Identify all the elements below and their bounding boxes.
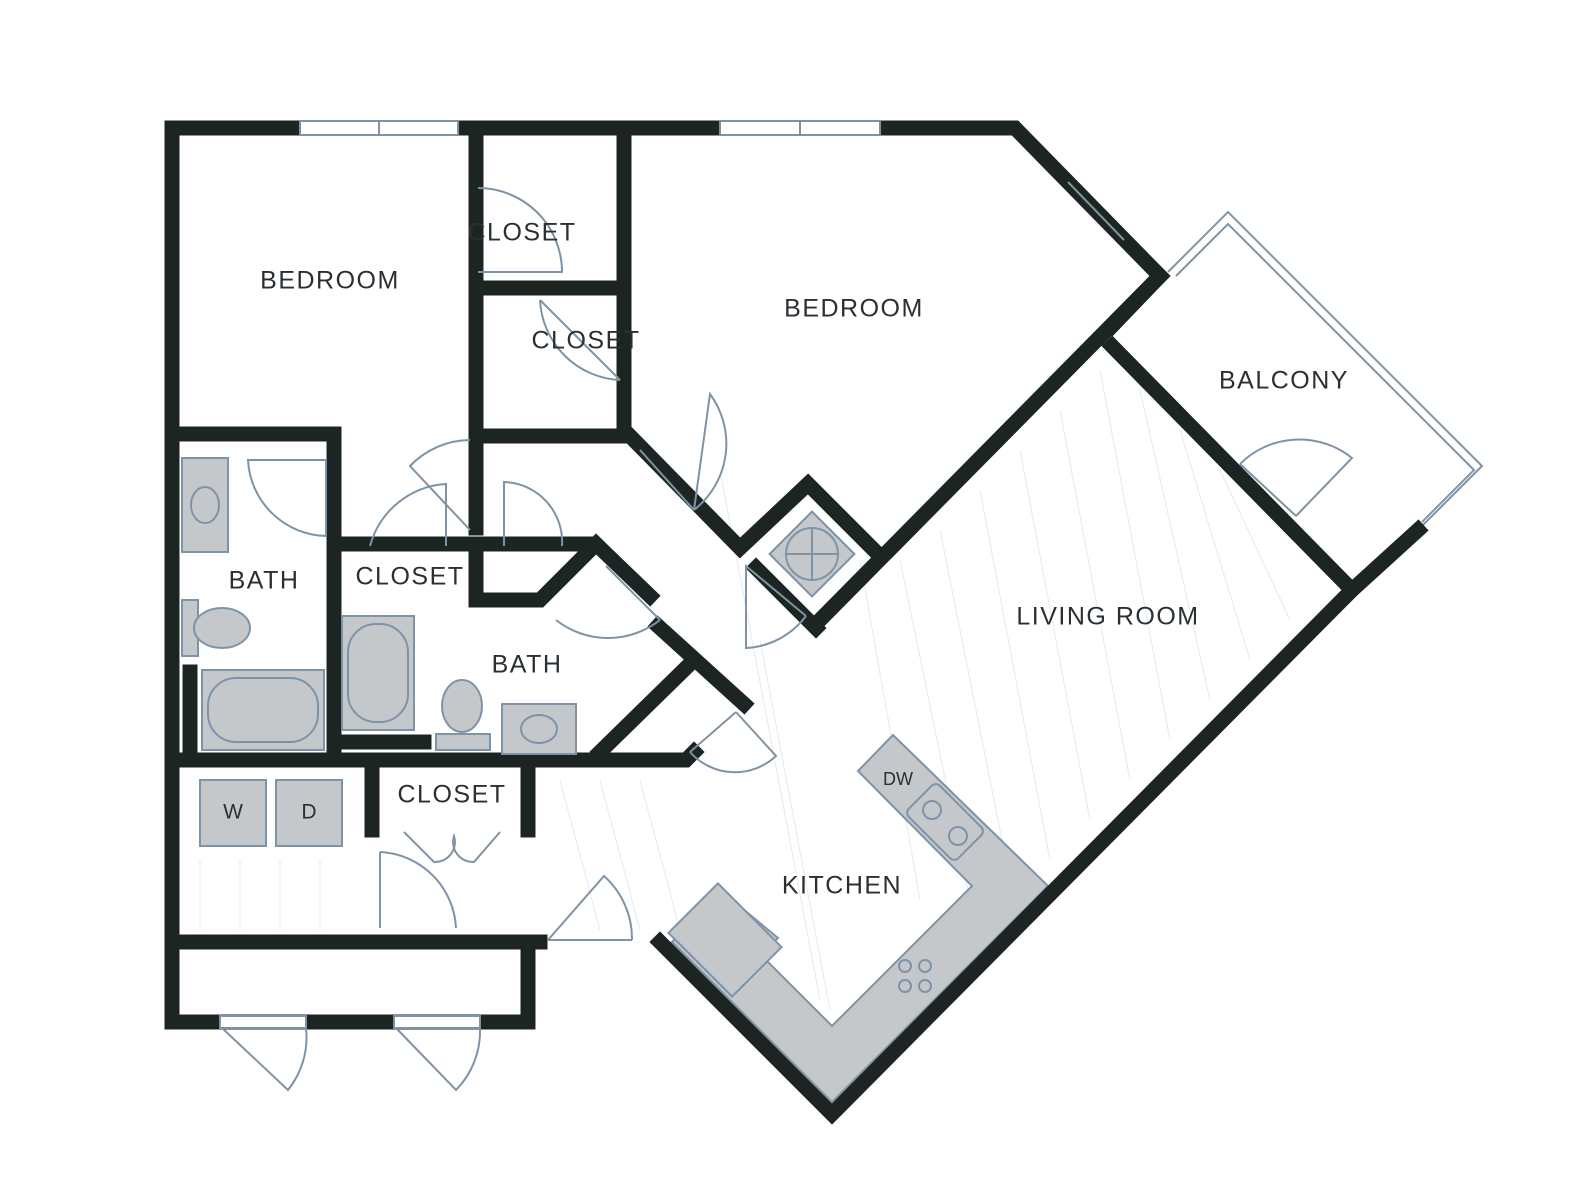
windows xyxy=(219,120,1125,1029)
washer-label: W xyxy=(223,801,243,824)
washer xyxy=(199,779,267,847)
left-tub xyxy=(201,669,325,751)
hvac-unit xyxy=(768,510,856,598)
balcony-label: BALCONY xyxy=(1219,367,1349,395)
bath-left-label: BATH xyxy=(229,567,300,595)
center-tub xyxy=(341,615,415,731)
dryer xyxy=(275,779,343,847)
center-toilet-tank xyxy=(435,733,491,751)
closet-hall-label: CLOSET xyxy=(355,563,464,591)
bedroom-left-label: BEDROOM xyxy=(260,267,400,295)
dryer-label: D xyxy=(301,801,316,824)
kitchen-counter xyxy=(667,733,1050,1104)
closet-top-label: CLOSET xyxy=(467,219,576,247)
bath-center-label: BATH xyxy=(492,651,563,679)
bath-fixtures xyxy=(181,457,577,847)
closet-bottom-label: CLOSET xyxy=(397,781,506,809)
closet-mid-label: CLOSET xyxy=(531,327,640,355)
floor-hatching xyxy=(199,369,1291,1011)
center-sink xyxy=(501,703,577,755)
balcony-railing xyxy=(1167,210,1484,531)
dishwasher-label: DW xyxy=(883,769,913,789)
bedroom-right-label: BEDROOM xyxy=(784,295,924,323)
doors xyxy=(221,187,1354,1092)
room-labels: BEDROOM BEDROOM CLOSET CLOSET CLOSET CLO… xyxy=(223,219,1349,900)
living-room-label: LIVING ROOM xyxy=(1016,603,1199,631)
walls xyxy=(164,120,1429,1125)
left-sink xyxy=(181,457,229,553)
kitchen-label: KITCHEN xyxy=(782,872,902,900)
